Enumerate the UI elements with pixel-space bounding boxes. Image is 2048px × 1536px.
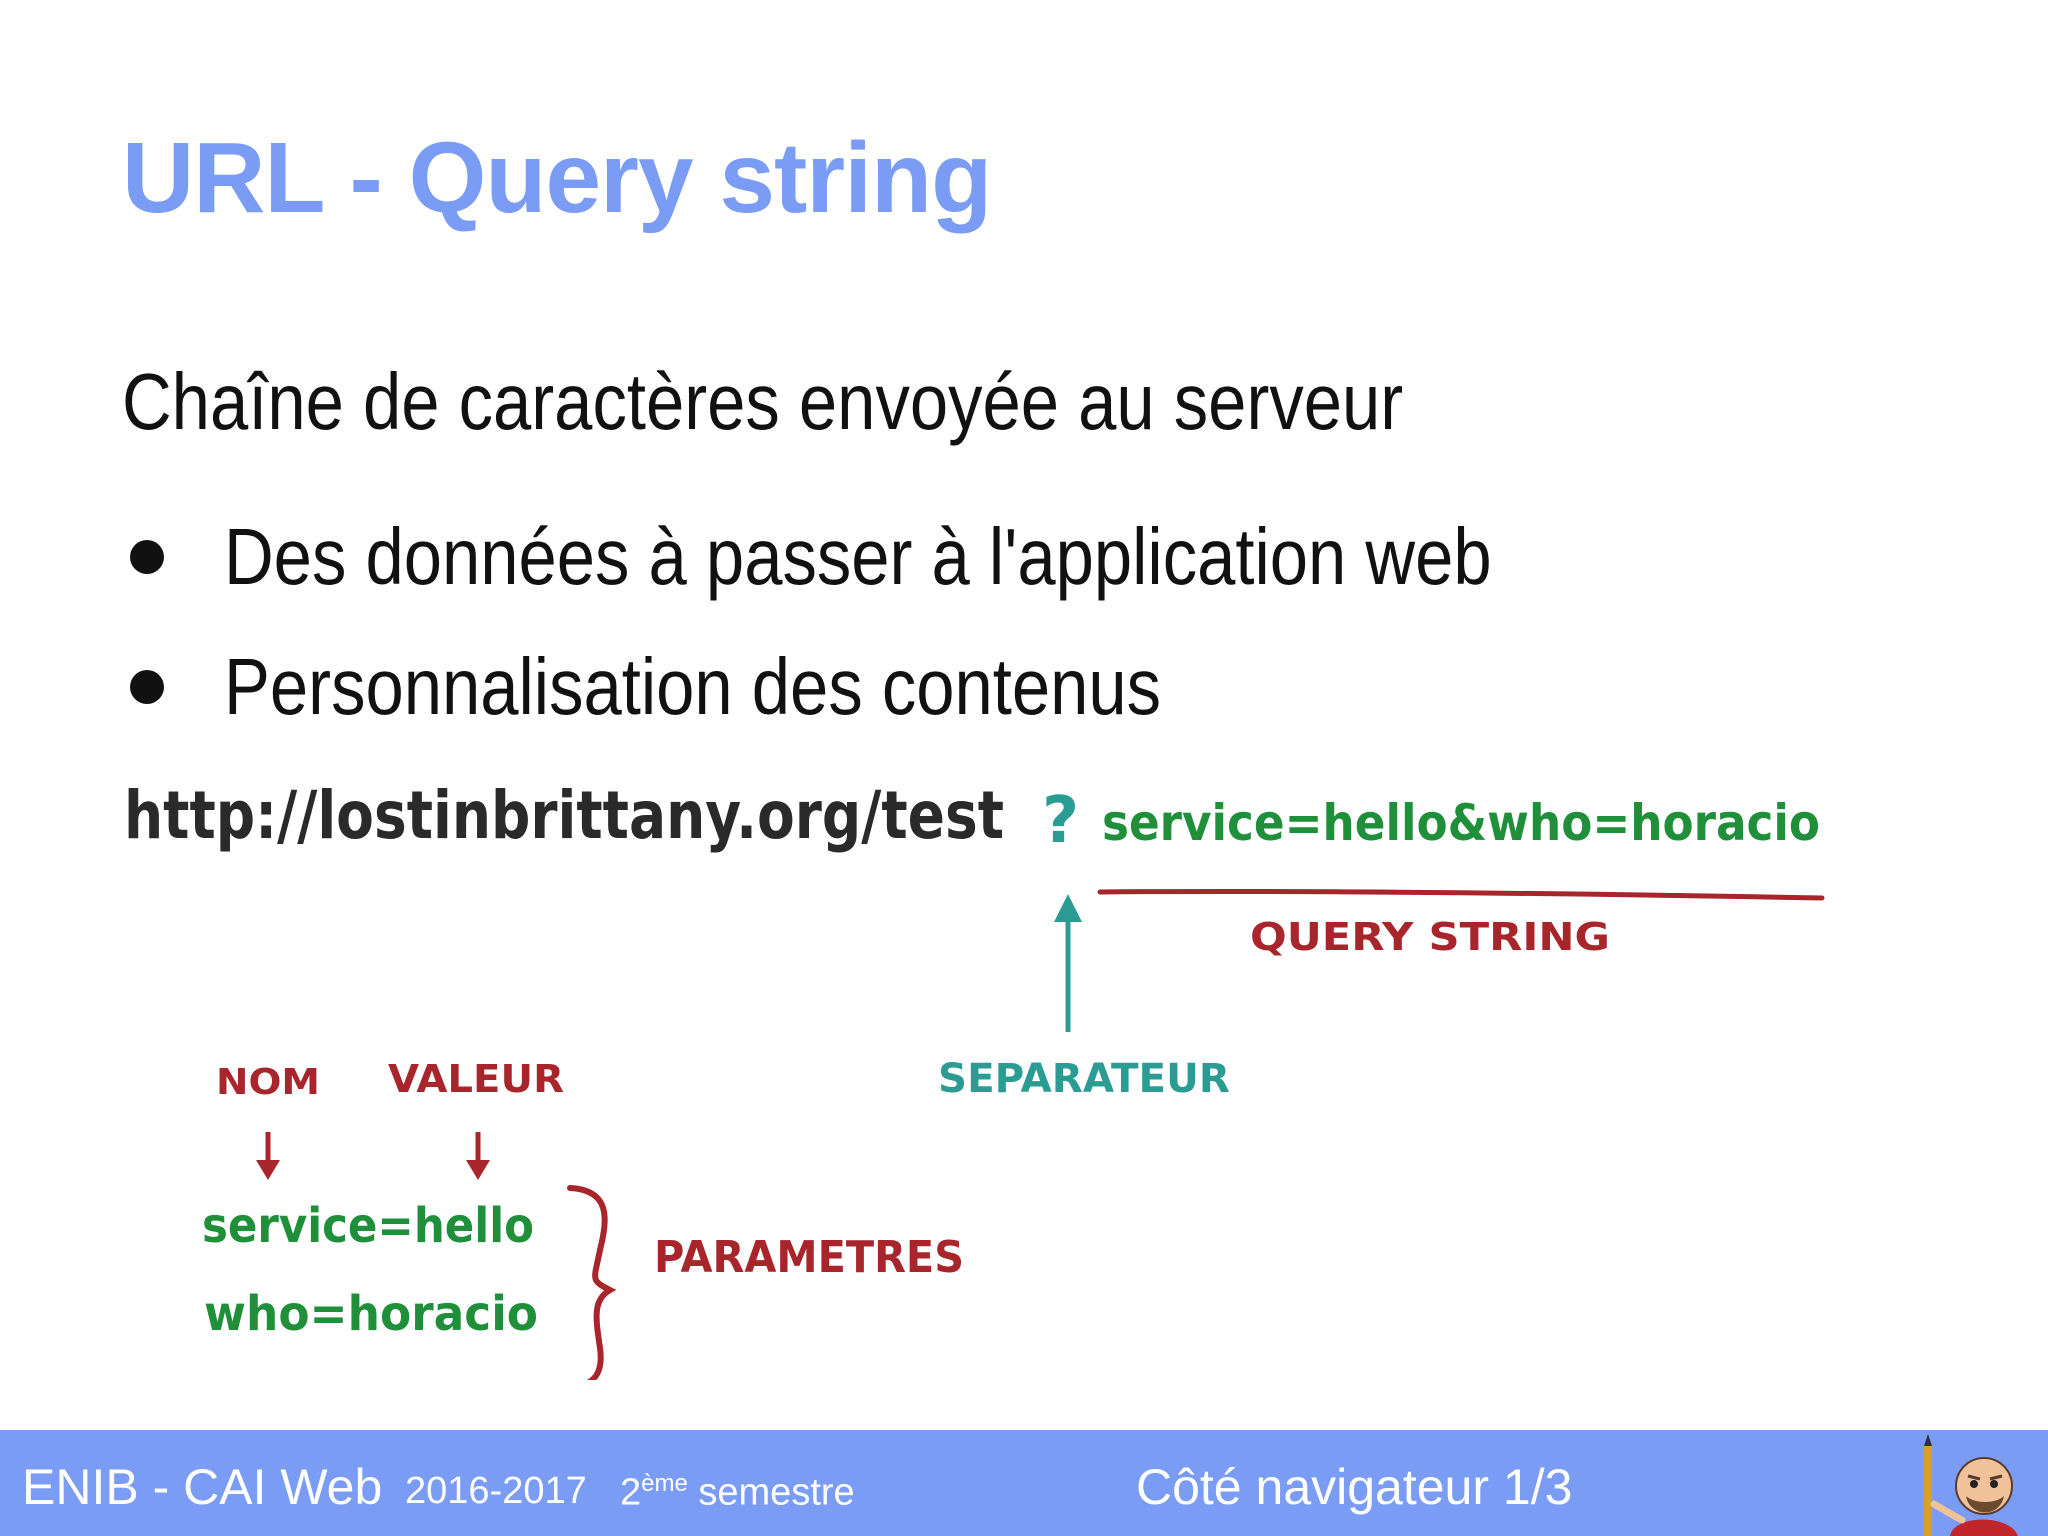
params-label: PARAMETRES [654, 1232, 964, 1283]
footer-year: 2016-2017 [405, 1470, 587, 1512]
value-label: VALEUR [388, 1057, 564, 1101]
url-base-text: http://lostinbrittany.org/test [124, 777, 1004, 854]
param-who-text: who=horacio [204, 1286, 538, 1342]
mascot-avatar-icon [1924, 1434, 2018, 1536]
name-label: NOM [216, 1062, 320, 1103]
semester-sup: ème [641, 1470, 688, 1497]
query-text: service=hello&who=horacio [1102, 794, 1820, 852]
params-brace [567, 1185, 617, 1380]
separator-label: SEPARATEUR [938, 1056, 1230, 1102]
value-arrowhead [466, 1160, 490, 1180]
intro-text: Chaîne de caractères envoyée au serveur [122, 357, 1404, 446]
slide-title: URL - Query string [122, 122, 992, 234]
query-string-diagram: http://lostinbrittany.org/test ? service… [124, 777, 1825, 1380]
bullet-item: Des données à passer à l'application web [122, 492, 1698, 622]
footer-bar: ENIB - CAI Web 2016-2017 2ème semestre C… [0, 1430, 2048, 1536]
bullet-item: Personnalisation des contenus [122, 622, 1698, 752]
separator-char-text: ? [1042, 784, 1079, 858]
semester-num: 2 [620, 1471, 642, 1514]
bullet-dot-icon [130, 670, 164, 704]
bullet-dot-icon [130, 540, 164, 574]
footer-chapter: Côté navigateur 1/3 [1136, 1459, 1573, 1515]
bullet-list: Des données à passer à l'application web… [122, 492, 1698, 752]
query-string-label: QUERY STRING [1250, 915, 1610, 959]
separator-arrowhead [1054, 894, 1082, 922]
semester-word: semestre [698, 1471, 855, 1514]
name-arrowhead [256, 1160, 280, 1180]
query-underline [1097, 888, 1825, 901]
footer-semester: 2ème semestre [620, 1470, 855, 1515]
bullet-text: Des données à passer à l'application web [224, 512, 1492, 601]
param-service-text: service=hello [202, 1198, 534, 1254]
bullet-text: Personnalisation des contenus [224, 642, 1162, 731]
footer-school: ENIB - CAI Web [22, 1459, 383, 1515]
